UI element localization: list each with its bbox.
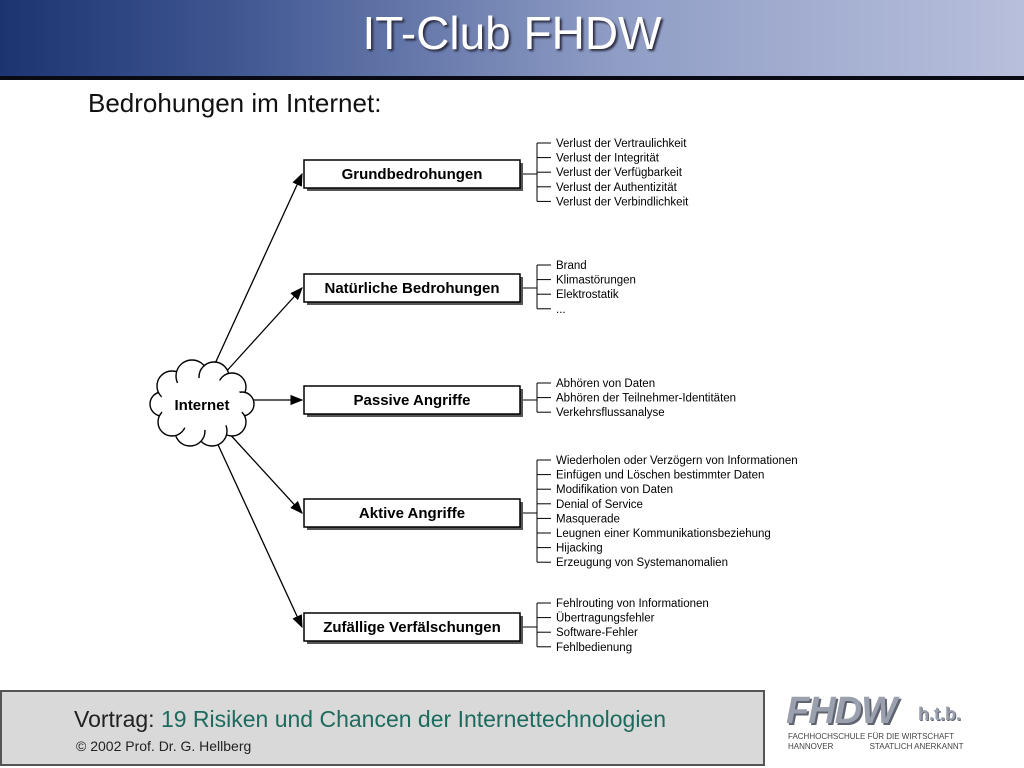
category-item: Erzeugung von Systemanomalien	[556, 557, 728, 569]
category-label: Grundbedrohungen	[342, 166, 483, 183]
fhdw-logo: FHDW h.t.b. FACHHOCHSCHULE FÜR DIE WIRTS…	[780, 690, 970, 760]
logo-main-text: FHDW	[786, 690, 897, 732]
category-item: Klimastörungen	[556, 275, 636, 287]
category-item: ...	[556, 304, 566, 316]
category-item: Modifikation von Daten	[556, 484, 673, 496]
connector-arrow	[213, 435, 303, 629]
category-item: Wiederholen oder Verzögern von Informati…	[556, 455, 798, 467]
header-bar: IT-Club FHDW	[0, 0, 1024, 80]
page-title: IT-Club FHDW	[362, 7, 662, 59]
category-item: Brand	[556, 260, 587, 272]
category-item: Verlust der Vertraulichkeit	[556, 138, 687, 150]
cloud-label: Internet	[174, 397, 229, 414]
category-item: Software-Fehler	[556, 627, 638, 639]
footer-copyright: © 2002 Prof. Dr. G. Hellberg	[76, 738, 252, 754]
category-item: Verlust der Integrität	[556, 153, 660, 165]
category-item: Verlust der Verfügbarkeit	[556, 167, 683, 179]
threat-diagram: Grundbedrohungen Verlust der Vertraulichk…	[149, 138, 798, 654]
category-label: Aktive Angriffe	[359, 505, 465, 522]
category-box	[303, 612, 521, 642]
connector-arrow	[225, 429, 303, 514]
footer-talk-label: Vortrag:	[74, 706, 155, 732]
logo-city: HANNOVER	[788, 742, 834, 751]
category-label: Zufällige Verfälschungen	[323, 619, 501, 636]
footer-talk: Vortrag: 19 Risiken und Chancen der Inte…	[74, 706, 666, 733]
category-item: Verkehrsflussanalyse	[556, 407, 665, 419]
category-item: Leugnen einer Kommunikationsbeziehung	[556, 528, 771, 540]
category-item: Hijacking	[556, 543, 603, 555]
footer-bar: Vortrag: 19 Risiken und Chancen der Inte…	[0, 690, 765, 766]
category-item: Verlust der Authentizität	[556, 182, 678, 194]
footer-talk-title: 19 Risiken und Chancen der Internettechn…	[160, 706, 667, 732]
category-item: Masquerade	[556, 513, 620, 525]
connector-arrow	[223, 287, 303, 375]
cloud-body	[160, 378, 244, 430]
category-item: Elektrostatik	[556, 289, 619, 301]
category-box	[303, 273, 521, 303]
logo-suffix-text: h.t.b.	[918, 704, 961, 724]
category-item: Denial of Service	[556, 499, 643, 511]
category-item: Übertragungsfehler	[556, 613, 655, 625]
category-item: Fehlbedienung	[556, 642, 632, 654]
category-item: Fehlrouting von Informationen	[556, 598, 709, 610]
logo-accreditation: STAATLICH ANERKANNT	[869, 742, 964, 751]
category-item: Abhören von Daten	[556, 378, 655, 390]
category-box	[303, 385, 521, 415]
logo-location: HANNOVER STAATLICH ANERKANNT	[788, 742, 964, 751]
slide-subtitle: Bedrohungen im Internet:	[88, 88, 382, 118]
category-box	[303, 498, 521, 528]
connector-arrow	[212, 172, 303, 369]
category-label: Passive Angriffe	[354, 392, 471, 409]
category-item: Einfügen und Löschen bestimmter Daten	[556, 470, 764, 482]
category-label: Natürliche Bedrohungen	[324, 280, 499, 297]
category-item: Verlust der Verbindlichkeit	[556, 196, 689, 208]
category-box	[303, 159, 521, 189]
logo-tagline: FACHHOCHSCHULE FÜR DIE WIRTSCHAFT	[788, 732, 955, 741]
category-item: Abhören der Teilnehmer-Identitäten	[556, 393, 736, 405]
